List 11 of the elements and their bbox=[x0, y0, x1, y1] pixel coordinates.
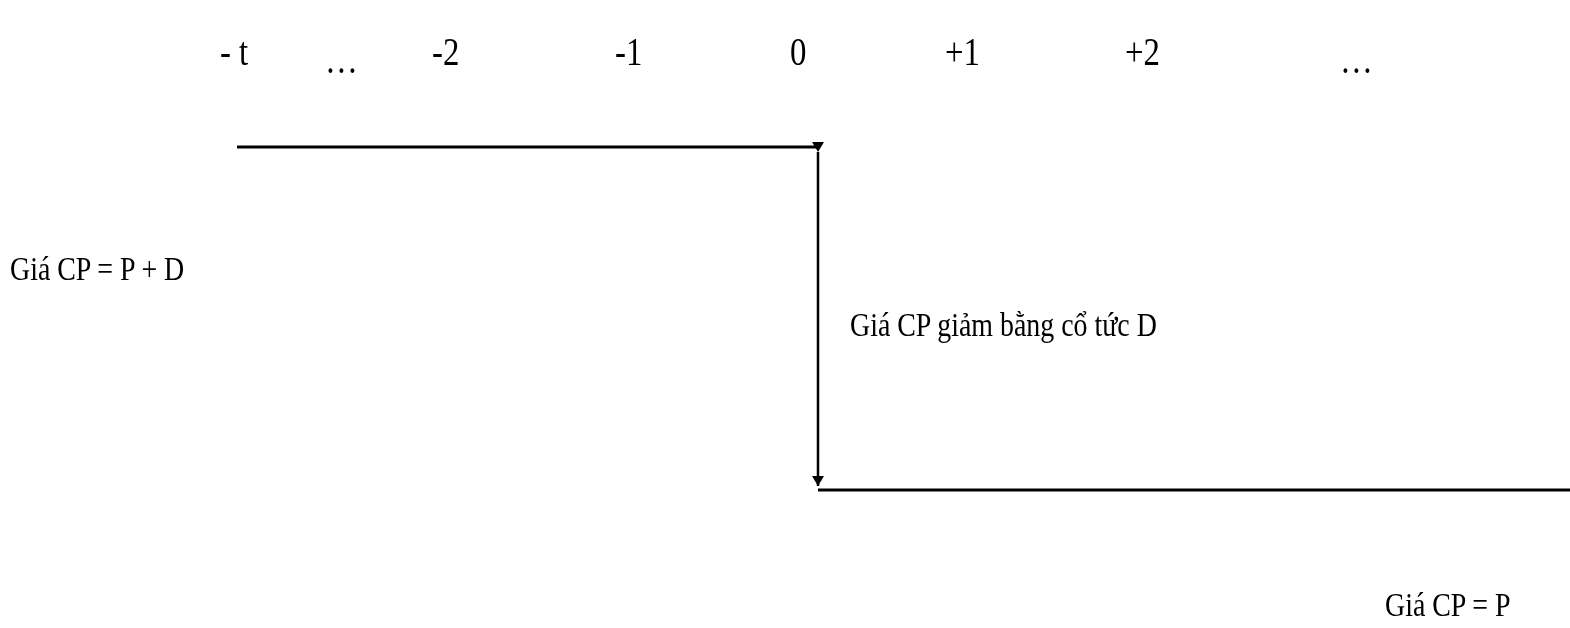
price-label: Giá CP = P bbox=[1385, 588, 1511, 622]
axis-tick-label: … bbox=[325, 40, 358, 80]
axis-tick-label: -2 bbox=[432, 32, 460, 72]
axis-tick-label: -1 bbox=[615, 32, 643, 72]
price-label: Giá CP = P + D bbox=[10, 252, 185, 286]
axis-tick-label: - t bbox=[220, 32, 249, 72]
axis-tick-label: 0 bbox=[790, 32, 807, 72]
axis-tick-label: … bbox=[1340, 40, 1373, 80]
annotation-text: Giá CP giảm bằng cổ tức D bbox=[850, 308, 1157, 342]
axis-tick-label: +1 bbox=[945, 32, 980, 72]
axis-tick-label: +2 bbox=[1125, 32, 1160, 72]
